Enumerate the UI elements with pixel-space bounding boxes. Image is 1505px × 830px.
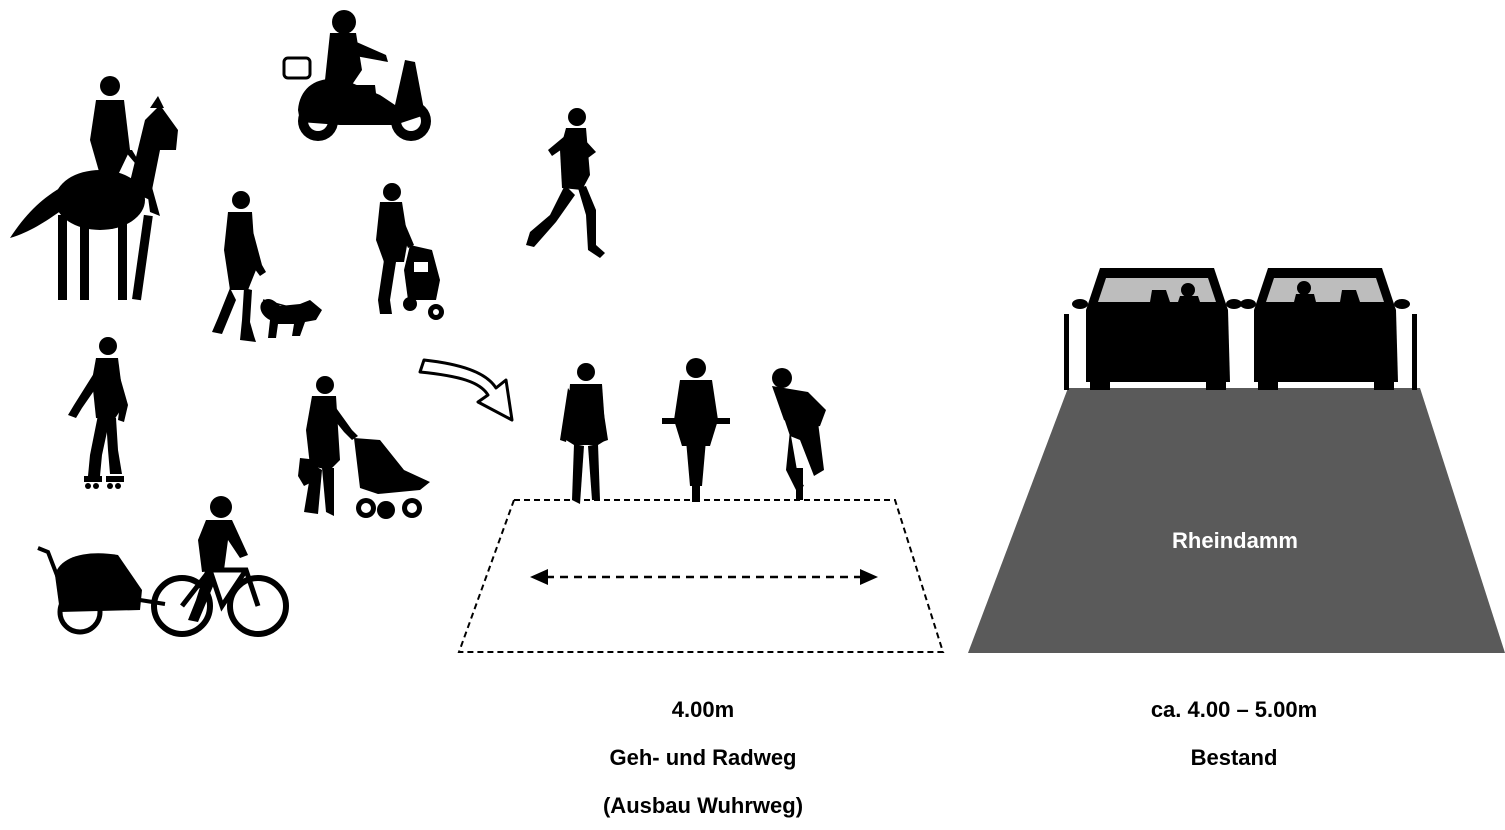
cyclist-icon (662, 358, 730, 502)
horse-rider-icon (10, 76, 178, 301)
bollard-right (1412, 314, 1417, 390)
car-icon (1072, 268, 1242, 390)
car-icon (1240, 268, 1410, 390)
scooter-rider-icon (282, 10, 431, 141)
existing-width: ca. 4.00 – 5.00m (1150, 697, 1318, 722)
dog-walker-icon (212, 191, 322, 342)
inline-skater-icon (68, 337, 128, 489)
stroller-parent-icon (298, 376, 430, 519)
bollard-left (1064, 314, 1069, 390)
cyclist-icon (772, 368, 826, 500)
new-path-name: Geh- und Radweg (609, 745, 797, 770)
new-path-note: (Ausbau Wuhrweg) (602, 793, 804, 818)
walker-trolley-icon (376, 183, 444, 320)
transition-arrow-icon (418, 358, 514, 422)
pedestrian-icon (560, 363, 608, 504)
dam-road (968, 388, 1505, 653)
new-path-width: 4.00m (671, 697, 735, 722)
dam-label: Rheindamm (1172, 528, 1298, 553)
existing-caption: ca. 4.00 – 5.00m Bestand (1034, 686, 1434, 782)
width-arrow (530, 569, 878, 585)
jogger-icon (526, 108, 605, 258)
new-path-caption: 4.00m Geh- und Radweg (Ausbau Wuhrweg) (503, 686, 903, 830)
path-outline (457, 499, 945, 653)
existing-status: Bestand (1190, 745, 1278, 770)
bike-trailer-icon (37, 496, 289, 637)
